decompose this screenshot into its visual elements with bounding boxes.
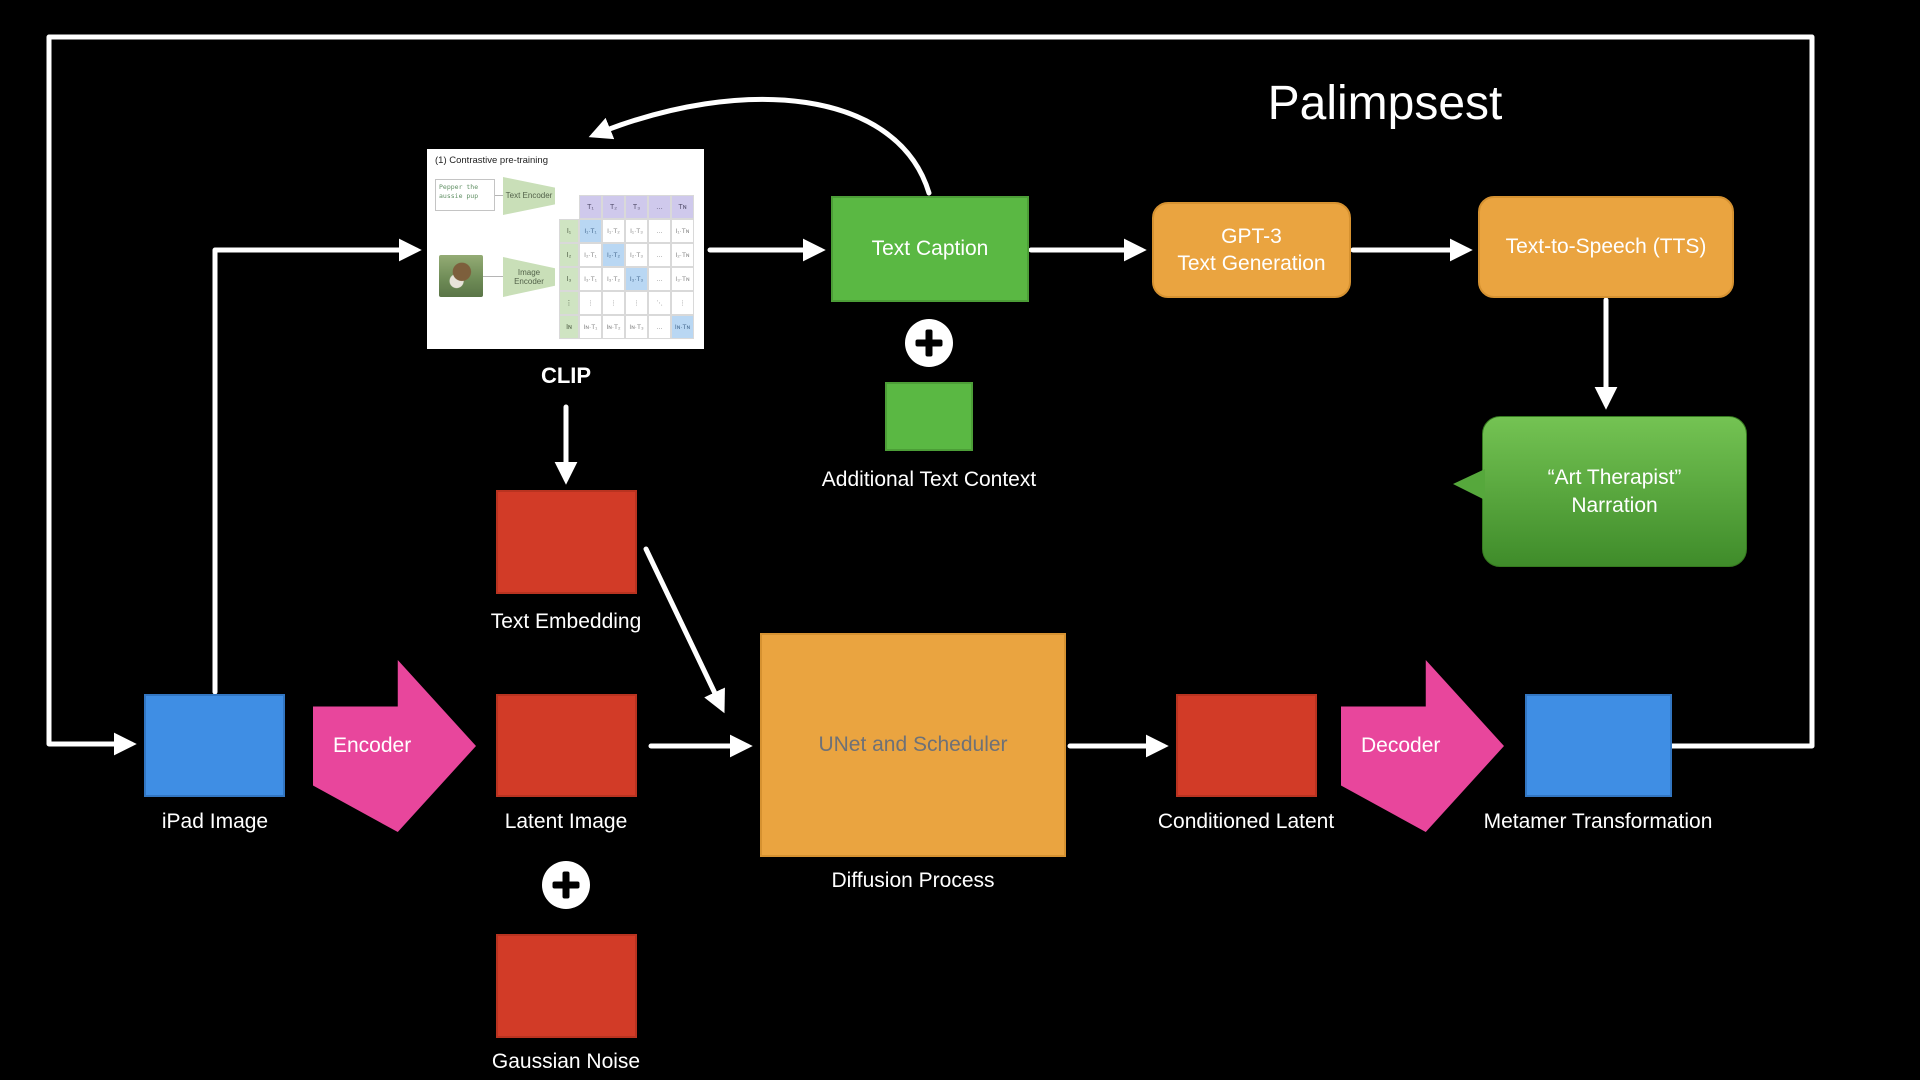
- gaussian-noise-label: Gaussian Noise: [491, 1050, 641, 1073]
- plus-icon: [542, 861, 590, 909]
- clip-matrix-cell: I₃·T₃: [625, 267, 648, 291]
- gpt3-node: GPT-3 Text Generation: [1152, 202, 1351, 298]
- metamer-label: Metamer Transformation: [1483, 810, 1713, 833]
- dog-photo: [439, 255, 483, 297]
- connector-line: [495, 195, 503, 196]
- clip-matrix-cell: I₁·Tɴ: [671, 219, 694, 243]
- clip-matrix-cell: I₂: [559, 243, 579, 267]
- embedding-to-unet-arrow: [643, 546, 725, 714]
- clip-text-input: Pepper the aussie pup: [435, 179, 495, 211]
- diagram-title: Palimpsest: [1267, 77, 1503, 130]
- clip-image-encoder: Image Encoder: [503, 257, 555, 297]
- clip-matrix-cell: T₃: [625, 195, 648, 219]
- clip-matrix-cell: I₃·T₂: [602, 267, 625, 291]
- metamer-node: [1525, 694, 1672, 797]
- connector-line: [483, 276, 503, 277]
- ipad-image-label: iPad Image: [161, 810, 269, 833]
- decoder-arrow: Decoder: [1341, 660, 1504, 832]
- narration-bubble: “Art Therapist” Narration: [1453, 416, 1747, 567]
- speech-tail: [1453, 469, 1485, 500]
- latent-image-label: Latent Image: [504, 810, 628, 833]
- clip-matrix-cell: I₁·T₂: [602, 219, 625, 243]
- clip-matrix-cell: …: [648, 195, 671, 219]
- clip-matrix-cell: I₂·Tɴ: [671, 243, 694, 267]
- clip-matrix-cell: I₃·Tɴ: [671, 267, 694, 291]
- clip-matrix-cell: Iɴ·T₃: [625, 315, 648, 339]
- clip-matrix-cell: ⋱: [648, 291, 671, 315]
- clip-matrix-cell: I₂·T₁: [579, 243, 602, 267]
- clip-matrix-cell: Iɴ·Tɴ: [671, 315, 694, 339]
- conditioned-latent-label: Conditioned Latent: [1157, 810, 1335, 833]
- clip-matrix-cell: I₃: [559, 267, 579, 291]
- gpt3-label-line1: GPT-3: [1221, 224, 1282, 248]
- clip-matrix-cell: ⋮: [559, 291, 579, 315]
- plus-icon: [905, 319, 953, 367]
- clip-matrix-cell: Iɴ·T₂: [602, 315, 625, 339]
- additional-context-label: Additional Text Context: [821, 468, 1037, 491]
- clip-matrix-cell: I₃·T₁: [579, 267, 602, 291]
- text-caption-node: Text Caption: [831, 196, 1029, 302]
- clip-matrix-cell: ⋮: [671, 291, 694, 315]
- clip-matrix-cell: Iɴ: [559, 315, 579, 339]
- clip-matrix-cell: Iɴ·T₁: [579, 315, 602, 339]
- unet-node: UNet and Scheduler: [760, 633, 1066, 857]
- narration-label-line2: Narration: [1571, 493, 1658, 517]
- clip-matrix-cell: …: [648, 243, 671, 267]
- clip-matrix-cell: I₂·T₃: [625, 243, 648, 267]
- latent-image-node: [496, 694, 637, 797]
- clip-matrix-cell: ⋮: [579, 291, 602, 315]
- clip-text-encoder: Text Encoder: [503, 177, 555, 215]
- clip-matrix-cell: I₁·T₃: [625, 219, 648, 243]
- conditioned-latent-node: [1176, 694, 1317, 797]
- tts-label: Text-to-Speech (TTS): [1505, 235, 1707, 259]
- unet-label: UNet and Scheduler: [818, 733, 1008, 757]
- clip-matrix-cell: I₂·T₂: [602, 243, 625, 267]
- clip-matrix-cell: [559, 195, 579, 219]
- clip-figure: (1) Contrastive pre-training Pepper the …: [427, 149, 704, 349]
- clip-matrix-cell: ⋮: [625, 291, 648, 315]
- additional-context-node: [885, 382, 973, 451]
- clip-matrix-cell: T₂: [602, 195, 625, 219]
- narration-label-line1: “Art Therapist”: [1547, 466, 1682, 490]
- encoder-label: Encoder: [333, 734, 412, 757]
- ipad-to-clip-arrow: [212, 238, 422, 695]
- tts-node: Text-to-Speech (TTS): [1478, 196, 1734, 298]
- clip-matrix-cell: ⋮: [602, 291, 625, 315]
- decoder-label: Decoder: [1361, 734, 1441, 757]
- text-caption-label: Text Caption: [871, 237, 989, 261]
- ipad-image-node: [144, 694, 285, 797]
- clip-figure-title: (1) Contrastive pre-training: [435, 155, 548, 166]
- clip-matrix-cell: …: [648, 267, 671, 291]
- clip-matrix-cell: I₁·T₁: [579, 219, 602, 243]
- clip-matrix-cell: Tɴ: [671, 195, 694, 219]
- clip-matrix-cell: I₁: [559, 219, 579, 243]
- text-embedding-node: [496, 490, 637, 594]
- gpt3-label-line2: Text Generation: [1177, 252, 1326, 275]
- diffusion-process-label: Diffusion Process: [831, 869, 995, 892]
- clip-matrix-cell: T₁: [579, 195, 602, 219]
- gaussian-noise-node: [496, 934, 637, 1038]
- clip-matrix-cell: …: [648, 219, 671, 243]
- encoder-arrow: Encoder: [313, 660, 476, 832]
- clip-label: CLIP: [540, 363, 592, 388]
- text-embedding-label: Text Embedding: [490, 610, 642, 633]
- clip-matrix-cell: …: [648, 315, 671, 339]
